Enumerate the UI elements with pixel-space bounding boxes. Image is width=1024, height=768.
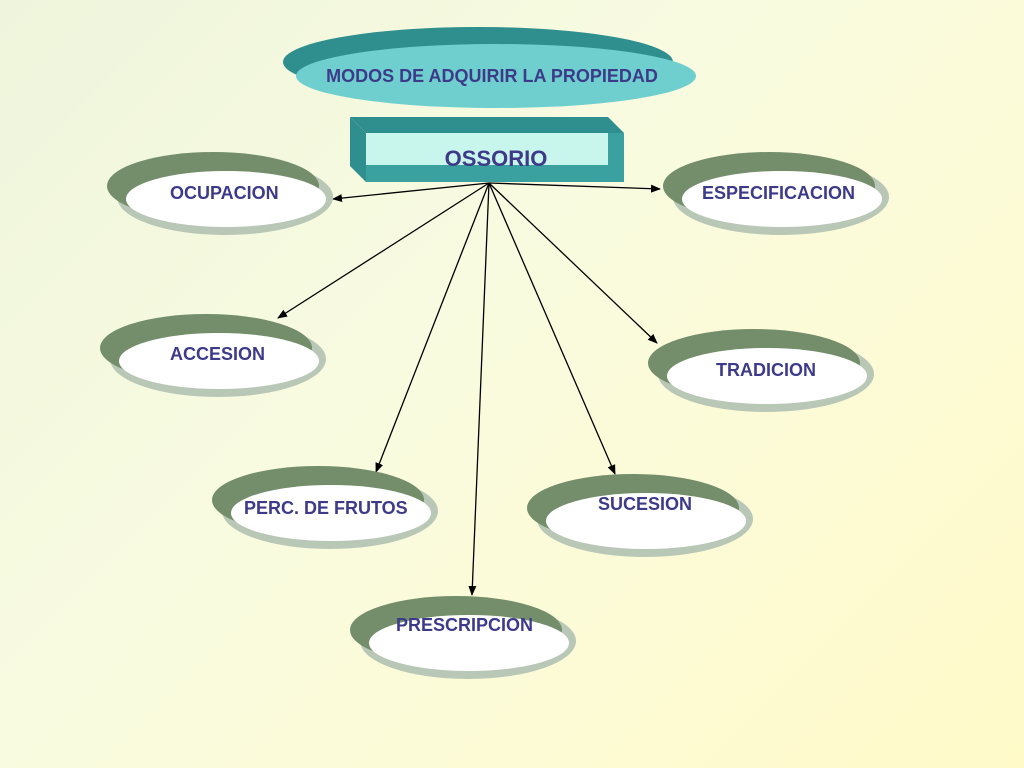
node-sucesion <box>527 474 753 557</box>
arrow-to-tradicion <box>488 182 658 344</box>
node-label-sucesion: SUCESION <box>598 494 693 514</box>
node-ocupacion <box>107 152 333 235</box>
arrow-to-ocupacion <box>332 182 490 203</box>
node-accesion <box>100 314 326 397</box>
nodes <box>100 152 889 679</box>
node-prescripcion <box>350 596 576 679</box>
root-box <box>350 117 624 182</box>
node-label-especificacion: ESPECIFICACION <box>702 183 856 203</box>
edges <box>277 182 661 596</box>
diagram-title: MODOS DE ADQUIRIR LA PROPIEDAD <box>326 66 658 86</box>
arrow-to-especificacion <box>488 182 661 193</box>
node-label-perc-de-frutos: PERC. DE FRUTOS <box>244 498 408 518</box>
node-tradicion <box>648 329 874 412</box>
node-label-accesion: ACCESION <box>170 344 266 364</box>
root-node-label: OSSORIO <box>444 146 548 171</box>
arrow-to-perc-de-frutos <box>375 182 490 473</box>
arrow-to-accesion <box>277 182 490 319</box>
node-label-tradicion: TRADICION <box>716 360 816 380</box>
arrow-to-sucesion <box>488 182 616 475</box>
node-label-prescripcion: PRESCRIPCION <box>396 615 534 635</box>
node-perc-de-frutos <box>212 466 438 549</box>
node-especificacion <box>663 152 889 235</box>
title-oval <box>283 27 696 108</box>
arrow-to-prescripcion <box>468 182 490 596</box>
node-label-ocupacion: OCUPACION <box>170 183 279 203</box>
